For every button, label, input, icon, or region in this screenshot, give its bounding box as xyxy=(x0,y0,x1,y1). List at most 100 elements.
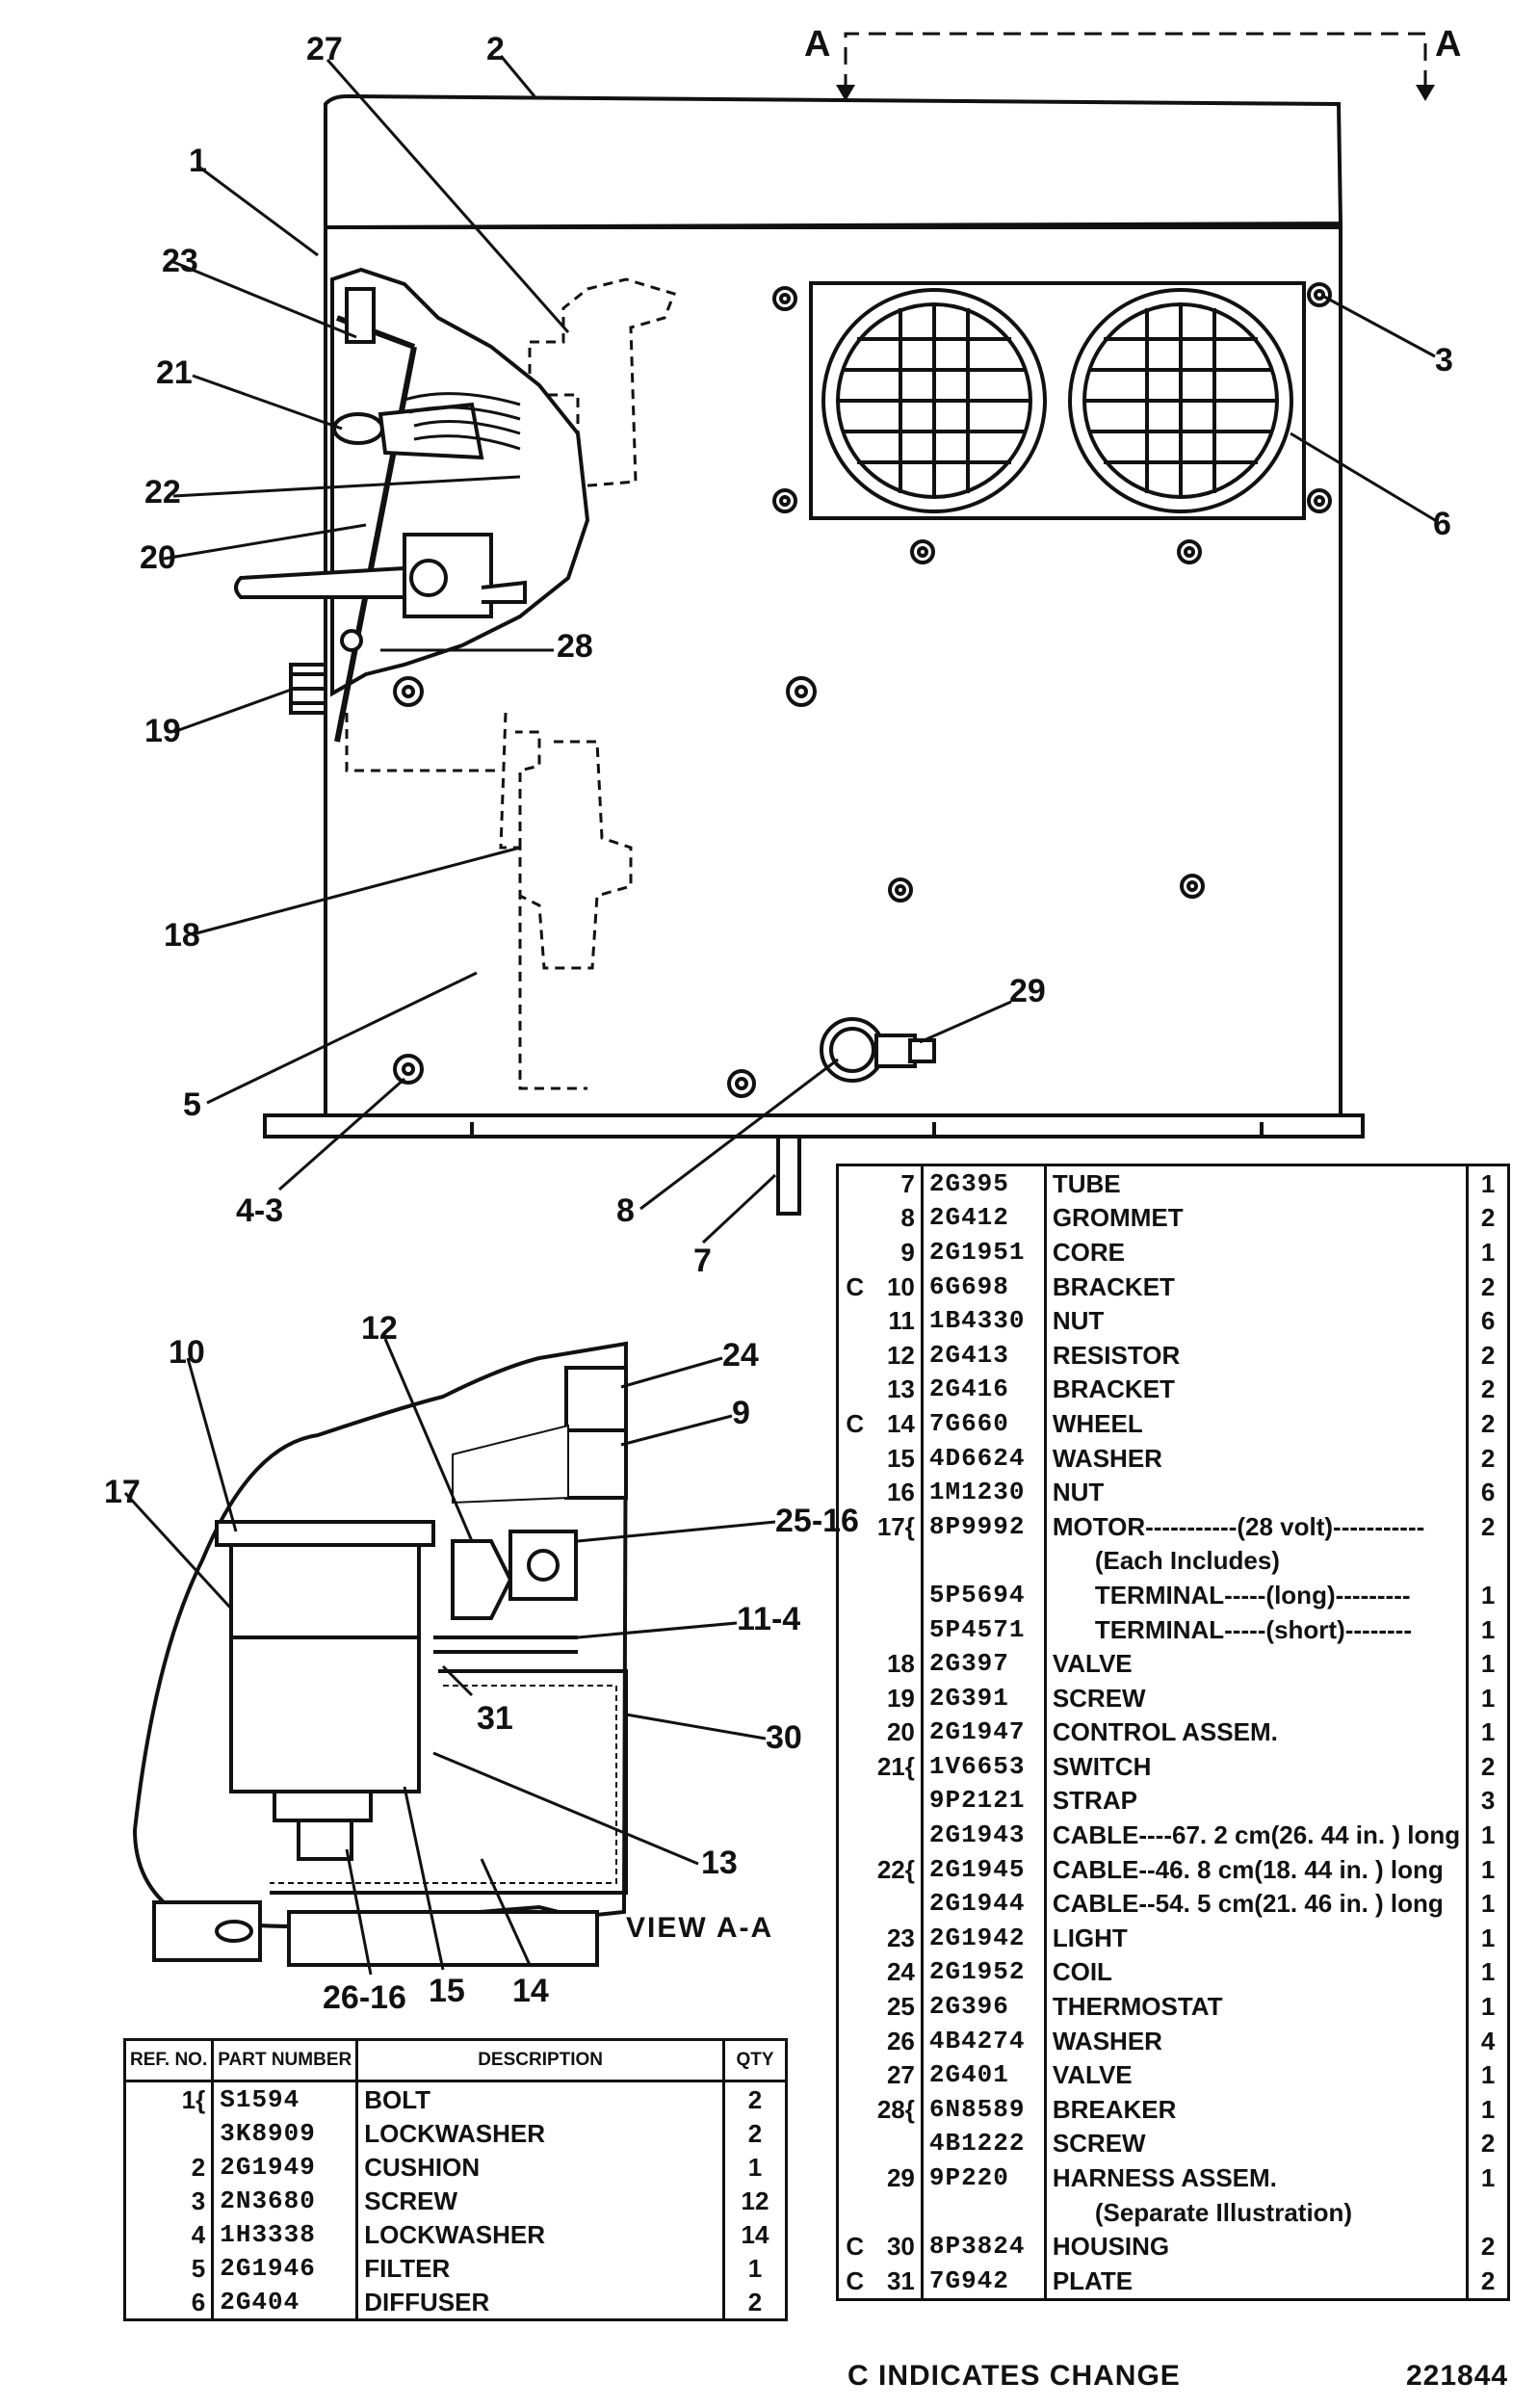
part-number: 4B4274 xyxy=(922,2023,1047,2058)
callout-27: 27 xyxy=(306,31,343,67)
ref-number xyxy=(871,1578,924,1612)
callout-30: 30 xyxy=(766,1719,802,1756)
change-flag xyxy=(838,1303,872,1338)
quantity: 1 xyxy=(1480,1168,1496,1198)
description: CABLE--54. 5 cm(21. 46 in. ) long xyxy=(1045,1886,1470,1922)
change-flag xyxy=(838,1544,872,1579)
change-flag xyxy=(838,1681,872,1715)
part-number: 2G395 xyxy=(922,1165,1047,1201)
ref-number: 19 xyxy=(871,1680,924,1715)
description: HOUSING xyxy=(1045,2229,1470,2264)
drain-tube xyxy=(776,1135,801,1216)
ref-number: 12 xyxy=(871,1337,924,1373)
ref-number: 28{ xyxy=(871,2092,924,2127)
callout-5: 5 xyxy=(183,1086,201,1123)
description: SCREW xyxy=(1045,1680,1470,1715)
part-number: 2G416 xyxy=(922,1372,1047,1407)
change-flag xyxy=(838,1921,872,1955)
quantity: 2 xyxy=(1480,1271,1496,1301)
callout-21: 21 xyxy=(156,354,193,391)
description: GROMMET xyxy=(1045,1200,1470,1236)
header-qty: QTY xyxy=(723,2039,787,2082)
table-row: (Separate Illustration) xyxy=(838,2194,1509,2230)
ref-number: 29 xyxy=(871,2160,924,2195)
quantity: 3 xyxy=(1480,1786,1496,1816)
ref-number: 6 xyxy=(124,2285,215,2320)
change-flag xyxy=(838,1509,872,1544)
housing-screws xyxy=(393,282,1332,1098)
part-number: 2G1949 xyxy=(212,2150,359,2184)
callout-7: 7 xyxy=(693,1243,712,1279)
change-flag xyxy=(838,1165,872,1201)
ref-number: 8 xyxy=(871,1200,924,1236)
description: VALVE xyxy=(1045,2057,1470,2093)
part-number: 2G1947 xyxy=(922,1714,1047,1750)
quantity: 2 xyxy=(1480,1203,1496,1233)
harness-connector xyxy=(820,1017,936,1083)
part-number: 7G942 xyxy=(922,2264,1047,2300)
description: CONTROL ASSEM. xyxy=(1045,1714,1470,1750)
description: LOCKWASHER xyxy=(356,2116,725,2150)
description: VALVE xyxy=(1045,1646,1470,1681)
ref-number xyxy=(871,1611,924,1647)
diffuser-right xyxy=(1068,288,1293,513)
quantity: 1 xyxy=(1480,1717,1496,1747)
callout-28: 28 xyxy=(557,628,593,665)
section-mark-left: A xyxy=(804,24,831,65)
change-flag xyxy=(838,1612,872,1647)
callout-23: 23 xyxy=(162,243,198,279)
change-flag xyxy=(838,1749,872,1784)
quantity xyxy=(1468,2195,1509,2230)
header-ref-no: REF. NO. xyxy=(124,2039,215,2082)
change-flag xyxy=(838,2092,872,2127)
ref-number: 21{ xyxy=(871,1749,924,1784)
callout-31: 31 xyxy=(477,1700,513,1737)
callout-26-16: 26-16 xyxy=(323,1979,406,2016)
description: LIGHT xyxy=(1045,1921,1470,1955)
description: SWITCH xyxy=(1045,1749,1470,1784)
ref-number: 4 xyxy=(124,2217,215,2251)
description: MOTOR-----------(28 volt)----------- xyxy=(1045,1508,1470,1544)
quantity: 1 xyxy=(1480,2060,1496,2090)
part-number: 5P4571 xyxy=(922,1611,1047,1647)
quantity: 2 xyxy=(747,2287,763,2316)
ref-number xyxy=(871,1818,924,1852)
part-number: 5P5694 xyxy=(922,1578,1047,1612)
part-number xyxy=(922,2194,1047,2230)
description: TERMINAL-----(long)--------- xyxy=(1045,1578,1470,1612)
change-flag xyxy=(838,1715,872,1750)
description: DIFFUSER xyxy=(356,2285,725,2320)
description: CABLE--46. 8 cm(18. 44 in. ) long xyxy=(1045,1851,1470,1887)
callouts-view: 12 10 24 9 17 25-16 11-4 31 30 13 26-16 … xyxy=(104,1310,859,2016)
part-number: 2G413 xyxy=(922,1337,1047,1373)
ref-number: 14 xyxy=(871,1406,924,1441)
ref-number xyxy=(871,2194,924,2230)
quantity: 2 xyxy=(1480,1751,1496,1781)
description: BRACKET xyxy=(1045,1372,1470,1407)
quantity: 2 xyxy=(747,2118,763,2148)
ref-number: 25 xyxy=(871,1989,924,2024)
quantity: 2 xyxy=(1480,2265,1496,2295)
ref-number: 22{ xyxy=(871,1851,924,1887)
quantity: 6 xyxy=(1480,1306,1496,1336)
ref-number: 30 xyxy=(871,2229,924,2264)
part-number: 1H3338 xyxy=(212,2217,359,2251)
quantity: 14 xyxy=(741,2219,769,2249)
part-number: 3K8909 xyxy=(212,2116,359,2150)
callout-1: 1 xyxy=(189,143,207,179)
description: BOLT xyxy=(356,2081,725,2116)
callout-4-3: 4-3 xyxy=(236,1192,283,1229)
